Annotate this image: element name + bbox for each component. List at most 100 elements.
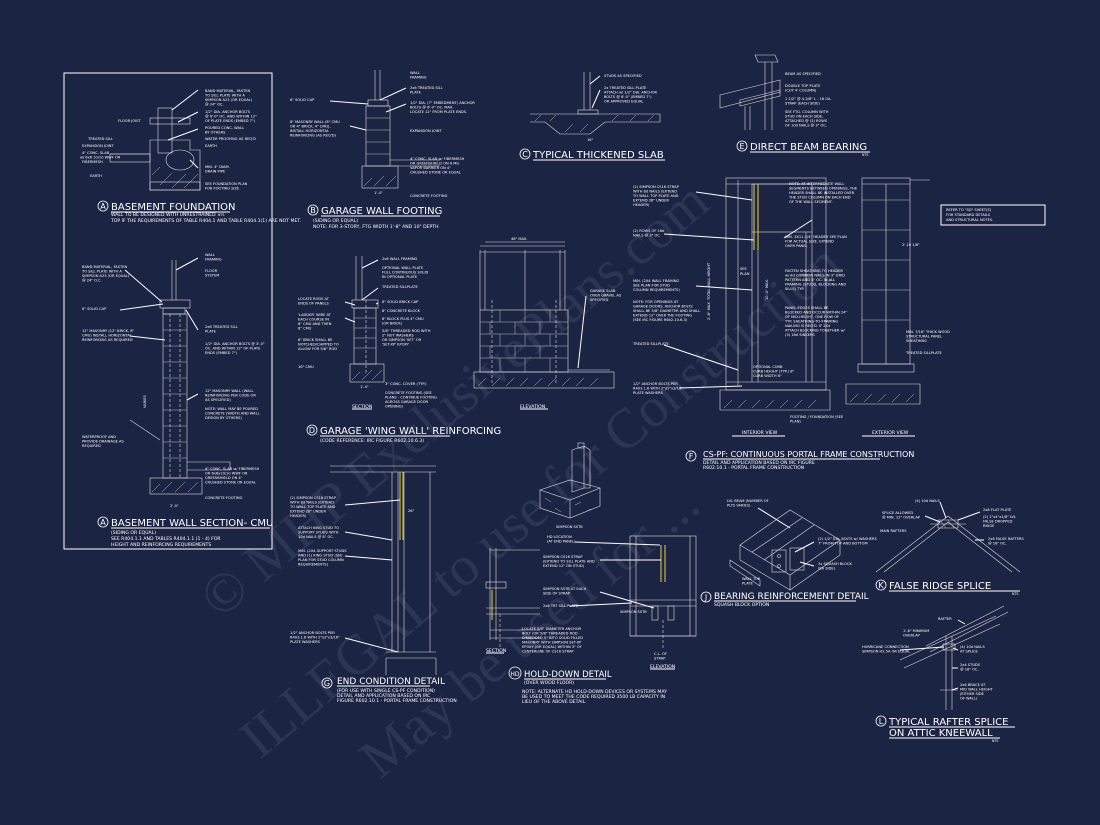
svg-text:OF 10d NAILS @ 3" OC.: OF 10d NAILS @ 3" OC. — [785, 124, 827, 128]
svg-text:A: A — [100, 518, 106, 527]
svg-text:F: F — [689, 452, 694, 461]
svg-text:SEE FTG. COLUMN WITH: SEE FTG. COLUMN WITH — [785, 110, 829, 114]
svg-text:ATTACH w/ 1/2" DIA. ANCHOR: ATTACH w/ 1/2" DIA. ANCHOR — [604, 91, 658, 95]
svg-text:PLAN: PLAN — [740, 272, 750, 276]
detail-g-end-condition: (2) SIMPSON CS16 STRAP WITH 8d NAILS (EX… — [289, 465, 457, 704]
svg-text:EXTEND 28" UNDER: EXTEND 28" UNDER — [290, 510, 326, 514]
svg-text:SIMPSON CS16 STRAP: SIMPSON CS16 STRAP — [543, 555, 583, 559]
detail-f-portal-frame: (2) SIMPSON CS16 STRAP WITH 8d NAILS (EX… — [632, 177, 1046, 471]
svg-text:@ 24" OC.: @ 24" OC. — [205, 103, 224, 107]
svg-text:2x TREATED SILL PLATE: 2x TREATED SILL PLATE — [604, 86, 647, 90]
detail-a2-basement-wall-cmu: WALL FRAMING FLOOR SYSTEM BAND MATERIAL,… — [81, 253, 273, 548]
detail-c-notes: STUDS AS SPECIFIED 2x TREATED SILL PLATE… — [587, 74, 658, 142]
svg-text:PLATE WASHERS: PLATE WASHERS — [290, 640, 321, 644]
detail-h-notes: HD LOCATION (AT END PANEL) SIMPSON CS16 … — [522, 535, 667, 661]
svg-text:SILLS) TYP.: SILLS) TYP. — [785, 287, 805, 291]
svg-text:GARAGE DOORS, ANCHOR BOLTS: GARAGE DOORS, ANCHOR BOLTS — [633, 305, 693, 309]
svg-text:SEE FOUNDATION PLAN: SEE FOUNDATION PLAN — [205, 182, 248, 186]
svg-text:SIMPSON A23 (OR EQUAL): SIMPSON A23 (OR EQUAL) — [82, 274, 130, 278]
svg-text:DOUBLE TOP PLATE: DOUBLE TOP PLATE — [785, 84, 821, 88]
svg-text:MIN. (2X4 WALL FRAMING: MIN. (2X4 WALL FRAMING — [633, 279, 679, 283]
svg-text:NAILS @ 3" OC: NAILS @ 3" OC — [633, 234, 660, 238]
svg-text:OR 6x6x10/10 WWF OR: OR 6x6x10/10 WWF OR — [205, 472, 248, 476]
svg-text:2'-8" MAX. TOTAL WALL HEIGHT: 2'-8" MAX. TOTAL WALL HEIGHT — [707, 262, 711, 320]
svg-text:ATTACHED @ (3) ROWS: ATTACHED @ (3) ROWS — [785, 119, 828, 123]
svg-text:28": 28" — [408, 509, 415, 513]
svg-text:WITH 8d NAILS (EXTEND: WITH 8d NAILS (EXTEND — [633, 190, 677, 194]
svg-text:ELEVATION: ELEVATION — [520, 404, 545, 410]
detail-c-title: TYPICAL THICKENED SLAB — [532, 150, 664, 161]
svg-text:NTS: NTS — [992, 739, 998, 743]
svg-text:SYSTEM: SYSTEM — [205, 274, 219, 278]
svg-text:TO WALL TOP PLATE AND: TO WALL TOP PLATE AND — [632, 194, 679, 198]
svg-text:2" NUT WASHERS: 2" NUT WASHERS — [382, 334, 414, 338]
svg-text:B: B — [310, 206, 316, 215]
svg-text:OF WALL): OF WALL) — [960, 697, 978, 701]
svg-text:3" CONC. COVER (TYP.): 3" CONC. COVER (TYP.) — [385, 382, 427, 386]
svg-text:SECTION: SECTION — [486, 648, 506, 654]
svg-text:EXPANSION JOINT: EXPANSION JOINT — [82, 144, 114, 148]
svg-text:SEE R404.1.1 AND TABLES R404.1: SEE R404.1.1 AND TABLES R404.1.1 (1 - 4)… — [111, 536, 221, 542]
svg-text:NOTE: FOR OPENINGS AT: NOTE: FOR OPENINGS AT — [633, 300, 679, 304]
detail-j-title: BEARING REINFORCEMENT DETAIL — [714, 592, 869, 602]
detail-b-title: GARAGE WALL FOOTING — [321, 206, 442, 217]
svg-text:(SEE IRC FIGURE R602.10.6.3): (SEE IRC FIGURE R602.10.6.3) — [633, 318, 688, 322]
svg-text:AND STRUCTURAL NOTES.: AND STRUCTURAL NOTES. — [946, 218, 993, 222]
detail-a-frame — [63, 72, 273, 550]
svg-text:1'-4": 1'-4" — [374, 191, 383, 195]
svg-text:CRUSHED STONE OR EQUAL: CRUSHED STONE OR EQUAL — [410, 171, 461, 175]
svg-text:(4) 10d NAILS: (4) 10d NAILS — [915, 499, 940, 503]
svg-text:PLATE: PLATE — [205, 330, 217, 334]
svg-text:WATERPROOF AND: WATERPROOF AND — [82, 435, 116, 439]
svg-text:SIMPSON H2.5A OR EQUAL: SIMPSON H2.5A OR EQUAL — [862, 650, 910, 654]
svg-text:DRAIN PIPE: DRAIN PIPE — [205, 170, 226, 174]
svg-text:OVER GRAVEL AS: OVER GRAVEL AS — [590, 294, 622, 298]
svg-text:1/2" DIA. ANCHOR BOLTS: 1/2" DIA. ANCHOR BOLTS — [205, 110, 251, 114]
svg-text:TO SILL PLATE WITH A: TO SILL PLATE WITH A — [204, 94, 245, 98]
detail-g-title: END CONDITION DETAIL — [337, 677, 445, 687]
svg-text:2x SQUASH BLOCK: 2x SQUASH BLOCK — [818, 562, 853, 566]
refer-sd-note-box — [940, 204, 1046, 226]
svg-text:BY OTHERS: BY OTHERS — [205, 131, 226, 135]
svg-text:@ 6'-0" OC. AND WITHIN 12": @ 6'-0" OC. AND WITHIN 12" — [205, 115, 257, 119]
svg-text:(EITHER SIDE: (EITHER SIDE — [960, 692, 985, 696]
svg-text:HD: HD — [510, 671, 520, 678]
svg-text:FRAMING (STUDS, BLOCKING AND: FRAMING (STUDS, BLOCKING AND — [785, 283, 846, 287]
svg-text:FALSE DROPPED: FALSE DROPPED — [983, 520, 1013, 524]
detail-f-notes: (2) SIMPSON CS16 STRAP WITH 8d NAILS (EX… — [632, 182, 993, 424]
svg-text:HEADER SHALL BE INSTALLED OVER: HEADER SHALL BE INSTALLED OVER — [789, 191, 855, 195]
detail-l-rafter-splice: RAFTER 1'-6" MINIMUM OVERLAP HURRICANE C… — [862, 605, 1015, 743]
svg-text:8" MASONRY WALL (8" CMU: 8" MASONRY WALL (8" CMU — [290, 120, 340, 124]
svg-text:48" MAX.: 48" MAX. — [511, 237, 528, 241]
svg-text:7" FROM TOP AND BOTTOM: 7" FROM TOP AND BOTTOM — [818, 542, 868, 546]
detail-e-notes: BEAM AS SPECIFIED DOUBLE TOP PLATE (CUT … — [785, 72, 832, 128]
svg-text:EPOXY (OR EQUAL) WITHIN 3" OF: EPOXY (OR EQUAL) WITHIN 3" OF — [522, 645, 582, 649]
svg-text:ATTACH BLOCKING TOGETHER w/: ATTACH BLOCKING TOGETHER w/ — [785, 329, 846, 333]
svg-text:2x8 FLAT PLATE: 2x8 FLAT PLATE — [983, 508, 1012, 512]
svg-text:EXTEND 28" UNDER: EXTEND 28" UNDER — [633, 199, 669, 203]
svg-text:1'-4": 1'-4" — [360, 385, 369, 389]
detail-k-false-ridge-splice: (4) 10d NAILS SPLICE ALLOWED @ MIN. 12" … — [875, 499, 1025, 596]
svg-text:R403.1.6 WITH 2"x2"x3/16": R403.1.6 WITH 2"x2"x3/16" — [290, 636, 340, 640]
svg-text:1/2" DIA. (7" EMBEDMENT) ANCHO: 1/2" DIA. (7" EMBEDMENT) ANCHOR — [410, 101, 475, 105]
svg-text:PATTERN AND 3" OC. IN ALL: PATTERN AND 3" OC. IN ALL — [785, 278, 835, 282]
svg-text:(2) SIMPSON CS16 STRAP: (2) SIMPSON CS16 STRAP — [290, 496, 337, 500]
detail-j-bearing-reinforcement: LVL BEAM (NUMBER OF PLYS VARIES) (2) 1/2… — [700, 499, 878, 608]
svg-text:1 1/2" @ 4-3/8" L - 18 GA.: 1 1/2" @ 4-3/8" L - 18 GA. — [785, 97, 832, 101]
svg-text:MASONRY WITH SIMPSON SET-XP: MASONRY WITH SIMPSON SET-XP — [522, 641, 582, 645]
svg-text:1/2" DIA. ANCHOR BOLTS @ 3'-0": 1/2" DIA. ANCHOR BOLTS @ 3'-0" — [205, 342, 265, 346]
svg-text:SIDE OF STRAP: SIDE OF STRAP — [543, 592, 571, 596]
svg-text:SPECIFIED: SPECIFIED — [590, 298, 609, 302]
svg-text:2x6 TRT SILL PLATE: 2x6 TRT SILL PLATE — [543, 604, 579, 608]
svg-text:D: D — [309, 426, 315, 435]
svg-text:IN OPTIONAL PLATE: IN OPTIONAL PLATE — [382, 275, 418, 279]
svg-text:WALL: WALL — [410, 71, 420, 75]
svg-text:BOLTS @ 6'-0" (EMBED 7"): BOLTS @ 6'-0" (EMBED 7") — [604, 95, 652, 99]
svg-text:NTS: NTS — [1012, 592, 1018, 596]
svg-text:SEE PLAN FOR STUD: SEE PLAN FOR STUD — [633, 284, 670, 288]
svg-text:PLAN): PLAN) — [790, 420, 801, 424]
svg-text:CURB WIDTH 6": CURB WIDTH 6" — [753, 374, 782, 378]
svg-text:OC. AND WITHIN 12" OF PLATE: OC. AND WITHIN 12" OF PLATE — [205, 347, 261, 351]
svg-text:BE USED TO MEET THE CODE REQUI: BE USED TO MEET THE CODE REQUIRED 3500 L… — [522, 694, 665, 700]
detail-e-direct-beam-bearing: BEAM AS SPECIFIED DOUBLE TOP PLATE (CUT … — [719, 54, 870, 157]
